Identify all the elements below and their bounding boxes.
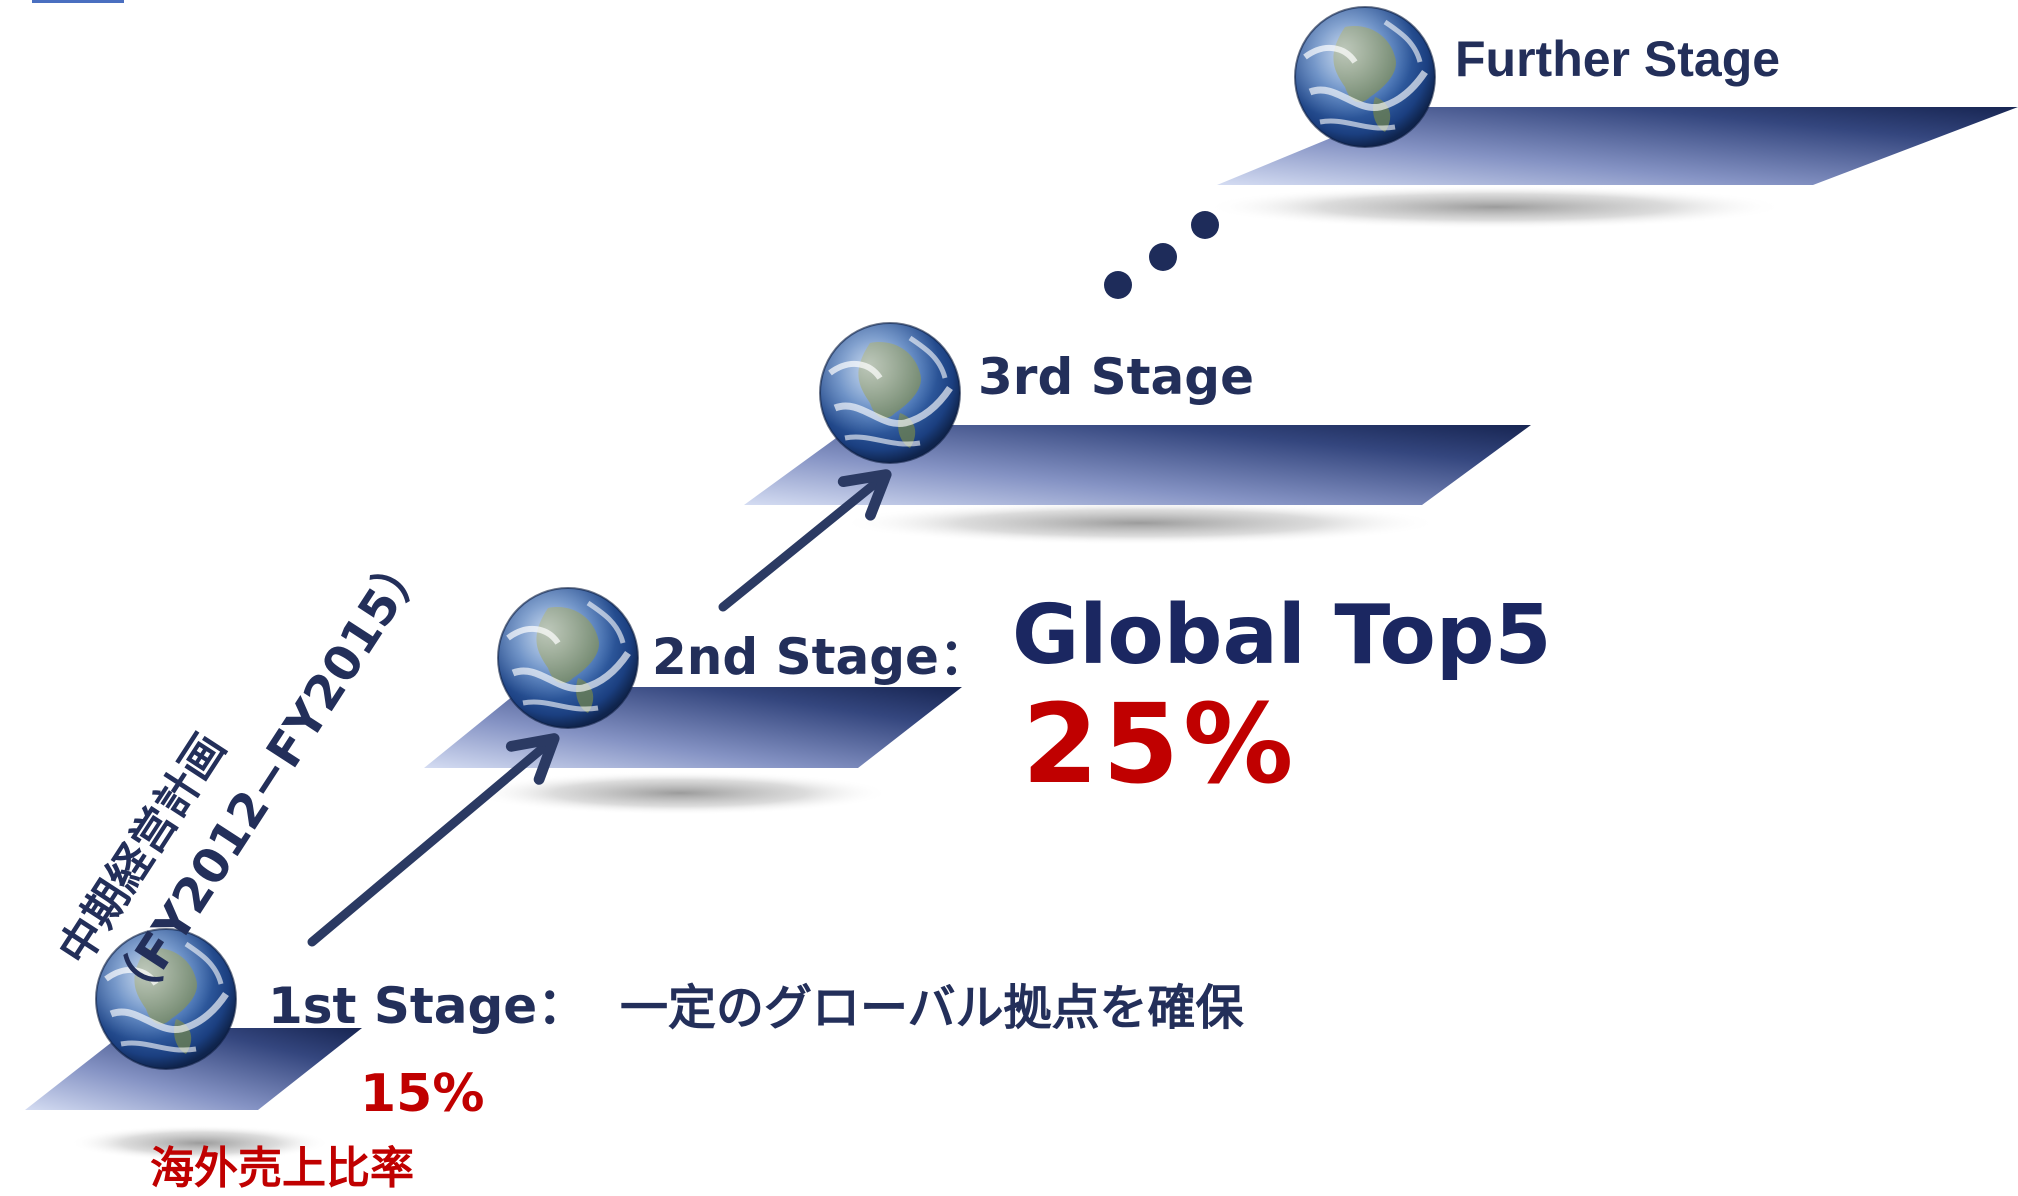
shadow-further [1205, 185, 1785, 229]
platform-further [1217, 107, 2018, 185]
stage1-overseas-ratio: 15% [360, 1064, 485, 1124]
earth-globe-icon [820, 323, 960, 463]
ellipsis-dot [1104, 271, 1132, 299]
stage1-label: 1st Stage： [268, 977, 588, 1035]
stage2-label: 2nd Stage： [652, 628, 989, 686]
shadow-stage1 [70, 1125, 330, 1161]
stage2-goal: Global Top5 [1012, 588, 1552, 683]
further-stage-label: Further Stage [1455, 31, 1781, 87]
platform-stage1 [25, 1028, 362, 1110]
shadow-stage2 [470, 771, 890, 815]
shadow-stage3 [840, 501, 1440, 545]
platform-stage2 [424, 687, 962, 768]
ellipsis-dot [1149, 243, 1177, 271]
earth-globe-icon [498, 588, 638, 728]
up-right-arrow-icon [718, 469, 892, 612]
corner-mark [32, 0, 124, 3]
stage3-label: 3rd Stage [978, 348, 1255, 406]
ellipsis-dot [1191, 211, 1219, 239]
stage2-overseas-ratio: 25% [1022, 680, 1298, 808]
platform-stage3 [744, 425, 1531, 505]
stage1-description: 一定のグローバル拠点を確保 [620, 980, 1244, 1036]
earth-globe-icon [1295, 7, 1435, 147]
overseas-sales-ratio-label: 海外売上比率 [150, 1143, 414, 1194]
up-right-arrow-icon [307, 733, 560, 947]
